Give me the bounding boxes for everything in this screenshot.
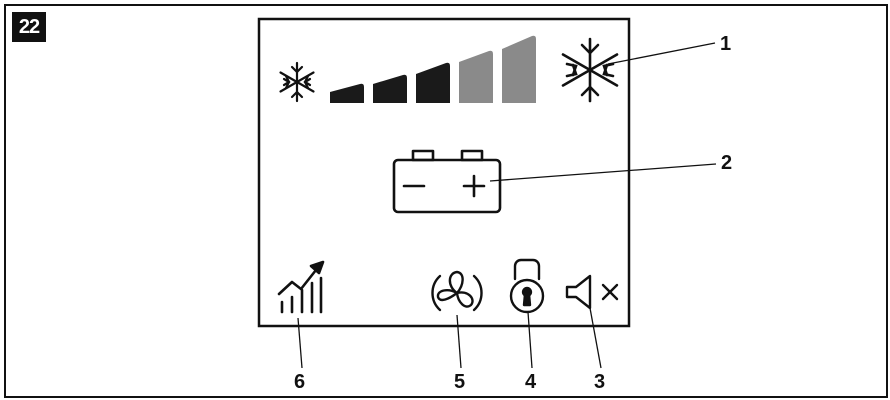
callout-1: 1 — [720, 33, 732, 55]
level-segment-1 — [330, 83, 364, 103]
figure-number: 22 — [12, 12, 46, 42]
level-segment-5 — [502, 35, 536, 103]
large-snowflake-icon — [561, 37, 619, 103]
callout-5: 5 — [454, 371, 466, 393]
figure-frame — [4, 4, 888, 398]
leader-line-4 — [527, 311, 533, 369]
callout-3: 3 — [594, 371, 606, 393]
lock-icon — [509, 258, 545, 314]
callout-4: 4 — [525, 371, 537, 393]
leader-lines — [297, 42, 717, 369]
leader-line-2 — [489, 163, 717, 182]
callout-2: 2 — [721, 152, 733, 174]
level-segment-3 — [416, 62, 450, 103]
leader-line-3 — [589, 307, 602, 369]
callout-6: 6 — [294, 371, 306, 393]
battery-icon — [392, 149, 502, 214]
cooling-level-bar — [330, 35, 536, 103]
leader-line-6 — [297, 317, 303, 369]
fan-icon — [431, 270, 483, 312]
small-snowflake-icon — [279, 61, 315, 103]
signal-trend-icon — [277, 260, 325, 314]
display-panel — [257, 17, 631, 328]
level-segment-4 — [459, 50, 493, 103]
level-segment-2 — [373, 74, 407, 103]
leader-line-1 — [607, 42, 716, 65]
speaker-muted-icon — [565, 274, 619, 310]
leader-line-5 — [456, 314, 462, 369]
